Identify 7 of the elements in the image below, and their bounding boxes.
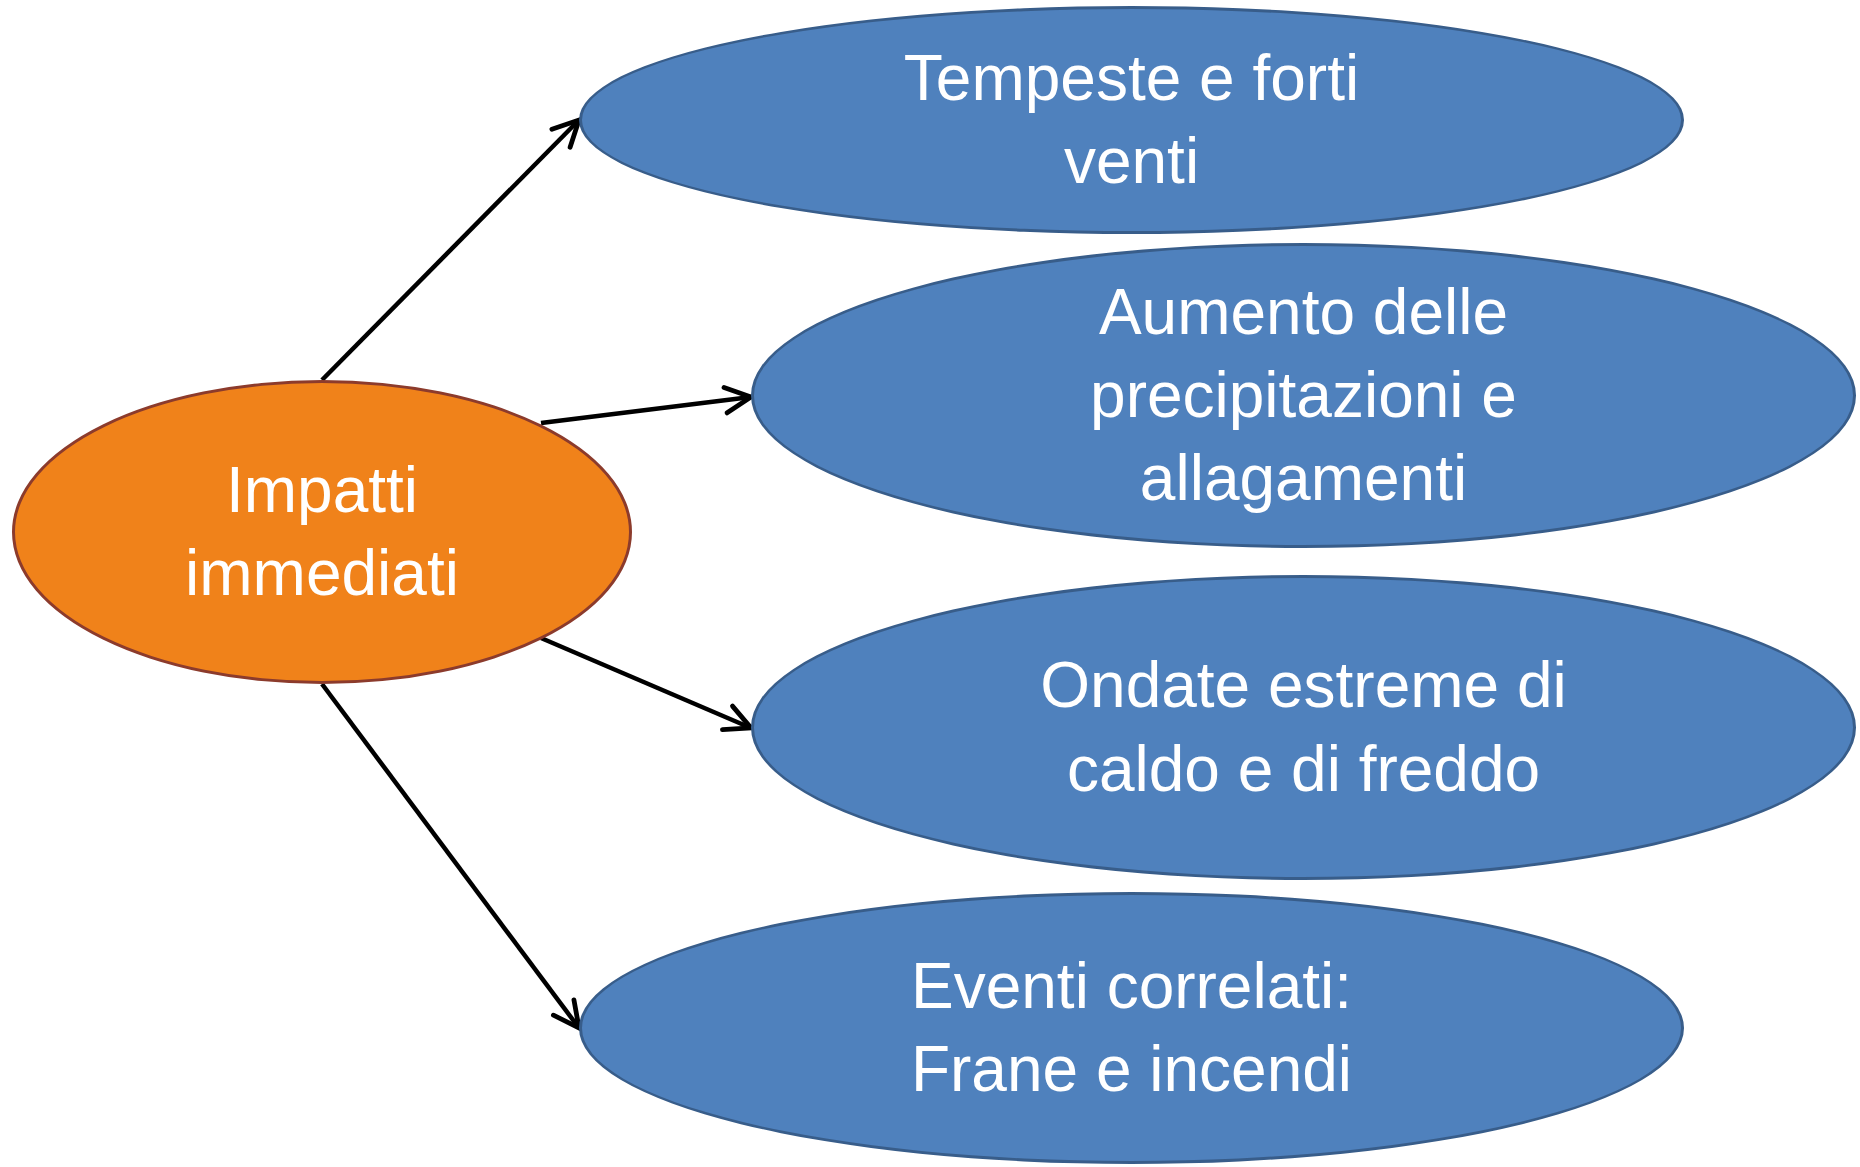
ellipse-label: Aumento delle precipitazioni e allagamenti bbox=[1089, 274, 1518, 517]
ellipse-label: Eventi correlati: Frane e incendi bbox=[909, 948, 1354, 1107]
ellipse-label: Tempeste e forti venti bbox=[902, 40, 1361, 199]
arrow bbox=[320, 682, 582, 1031]
arrow bbox=[320, 117, 582, 382]
ellipse-label: Ondate estreme di caldo e di freddo bbox=[1039, 648, 1568, 807]
ellipse-label: Impatti immediati bbox=[184, 452, 460, 611]
